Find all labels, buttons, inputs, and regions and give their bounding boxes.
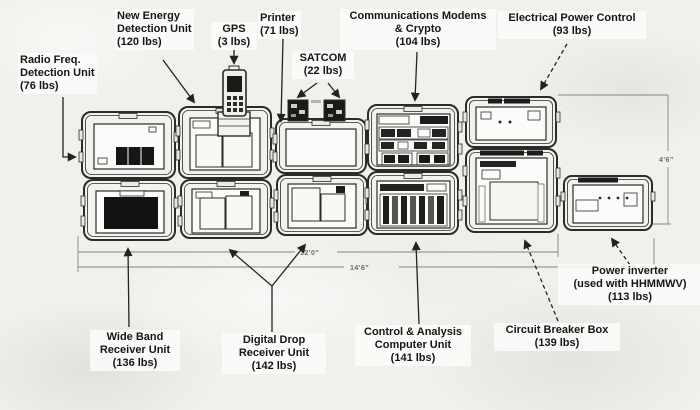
label-new-energy-detection-unit: New Energy Detection Unit (120 lbs) [115,9,194,50]
label-circuit-breaker-box: Circuit Breaker Box (139 lbs) [494,323,620,351]
callout-arrows [62,37,631,332]
dimension-top-width: 12'0" [300,250,319,257]
label-power-inverter: Power inverter (used with HHMMWV) (113 l… [558,264,700,305]
case-printer [272,118,367,174]
case-electrical-power-control [462,96,561,148]
arrow-power-inverter [610,237,631,266]
label-electrical-power-control: Electrical Power Control (93 lbs) [498,11,646,39]
label-satcom: SATCOM (22 lbs) [292,51,354,79]
label-communications-modems-crypto: Communications Modems & Crypto (104 lbs) [340,9,496,50]
arrow-circuit-breaker [523,239,559,322]
satcom-terminals [287,99,346,122]
arrow-comms-modems [410,51,420,102]
label-printer: Printer (71 lbs) [258,11,301,39]
case-digital-drop-receiver-unit-left [177,179,275,239]
arrow-electrical-power [540,43,568,91]
arrow-radio-freq [62,97,77,162]
arrow-digital-drop-left [228,248,273,287]
case-communications-modems-crypto [364,104,463,171]
arrow-new-energy [162,59,196,104]
case-control-analysis-computer-unit [364,171,463,235]
arrow-digital-drop-right [271,243,307,287]
arrow-satcom-left [296,82,318,99]
case-radio-freq-detection-unit [78,111,179,179]
arrow-printer [276,37,286,123]
gps-handheld [217,65,251,137]
label-control-analysis-computer-unit: Control & Analysis Computer Unit (141 lb… [355,325,471,366]
arrow-satcom-right [327,82,341,99]
dimension-right-height: 4'6" [659,157,674,164]
label-digital-drop-receiver-unit: Digital Drop Receiver Unit (142 lbs) [222,333,326,374]
case-digital-drop-receiver-unit-right [273,174,371,236]
dimension-bottom-width: 14'6" [350,265,369,272]
case-wide-band-receiver-unit [80,179,179,241]
arrow-wide-band [123,247,133,328]
label-wide-band-receiver-unit: Wide Band Receiver Unit (136 lbs) [90,330,180,371]
label-gps: GPS (3 lbs) [211,22,257,50]
case-circuit-breaker-box [462,148,561,233]
case-power-inverter [560,175,656,231]
label-radio-freq-detection-unit: Radio Freq. Detection Unit (76 lbs) [18,53,97,94]
arrow-control-analysis [411,241,421,325]
